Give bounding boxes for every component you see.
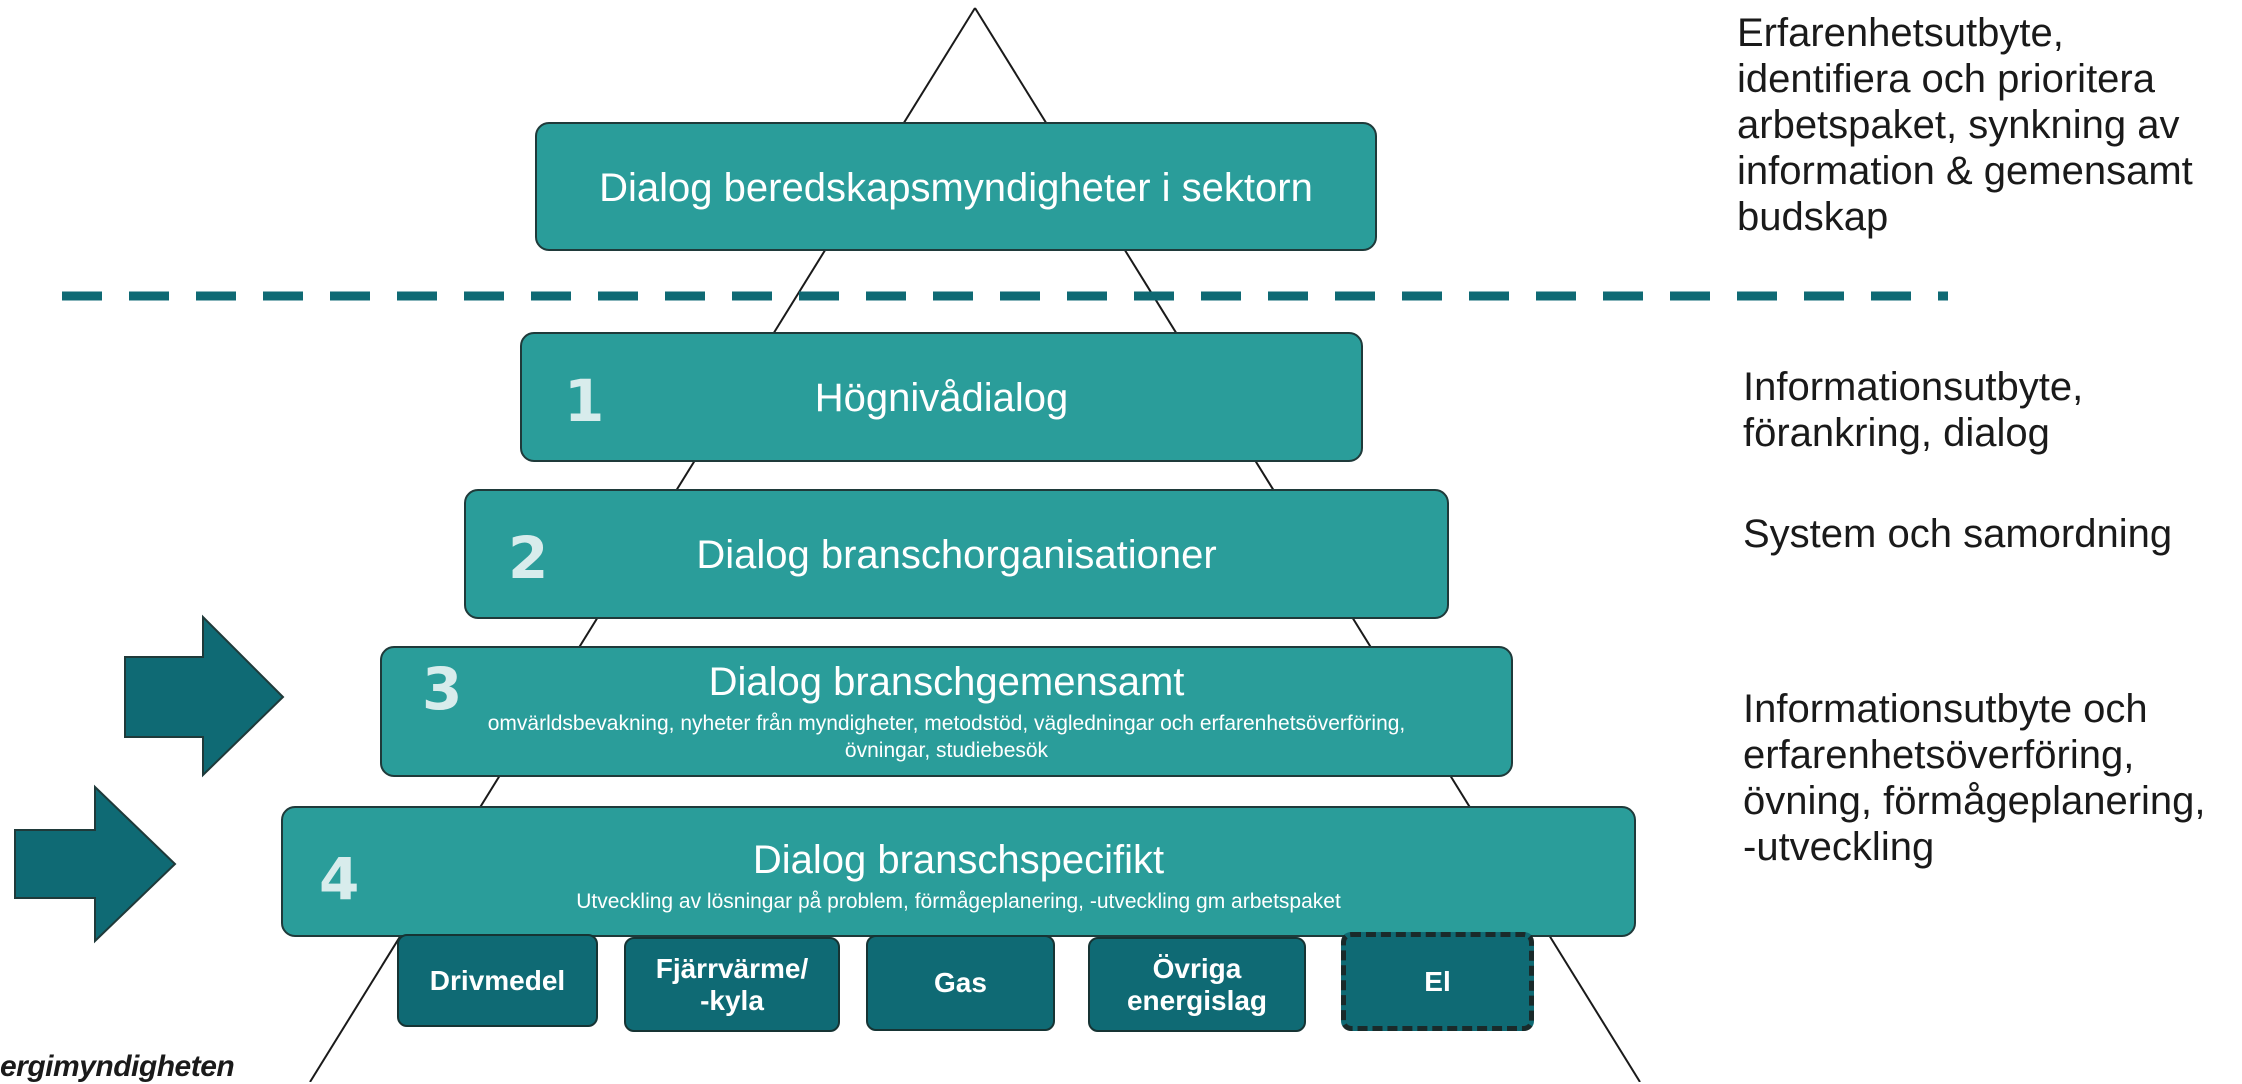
top-box-title: Dialog beredskapsmyndigheter i sektorn — [599, 166, 1313, 210]
level-4-number: 4 — [319, 845, 360, 913]
level-1-title: Högnivådialog — [814, 376, 1069, 420]
level-2-title: Dialog branschorganisationer — [696, 533, 1217, 577]
side-note-level-2: System och samordning — [1743, 511, 2172, 557]
side-note-level-3-4-line: erfarenhetsöverföring, — [1743, 733, 2135, 777]
side-note-top-line: arbetspaket, synkning av — [1737, 103, 2180, 147]
sector-el-label: El — [1424, 965, 1451, 997]
level-3-title: Dialog branschgemensamt — [708, 660, 1185, 704]
side-note-level-1: Informationsutbyte, förankring, dialog — [1743, 364, 2083, 456]
level-2-box: 2 Dialog branschorganisationer — [464, 489, 1449, 619]
sector-drivmedel-label: Drivmedel — [429, 964, 566, 996]
sector-ovriga-label-1: Övriga — [1152, 952, 1242, 984]
side-note-top-line: identifiera och prioritera — [1737, 57, 2155, 101]
side-note-level-3-4-line: övning, förmågeplanering, — [1743, 779, 2206, 823]
top-box-beredskapsmyndigheter: Dialog beredskapsmyndigheter i sektorn — [535, 122, 1377, 251]
level-1-number: 1 — [564, 367, 605, 435]
level-4-title: Dialog branschspecifikt — [752, 838, 1165, 882]
level-4-box: 4 Dialog branschspecifikt Utveckling av … — [281, 806, 1636, 937]
side-note-top-line: budskap — [1737, 195, 1889, 239]
side-note-top-line: information & gemensamt — [1737, 149, 2193, 193]
level-3-box: 3 Dialog branschgemensamt omvärldsbevakn… — [380, 646, 1513, 777]
side-note-top-line: Erfarenhetsutbyte, — [1737, 11, 2064, 55]
side-note-level-1-line: Informationsutbyte, — [1743, 365, 2084, 409]
side-note-level-2-line: System och samordning — [1743, 512, 2173, 556]
level-4-subtitle: Utveckling av lösningar på problem, förm… — [576, 890, 1341, 913]
sector-fjarrvarme-label-1: Fjärrvärme/ — [655, 952, 809, 984]
level-2-number: 2 — [508, 524, 549, 592]
sector-drivmedel: Drivmedel — [397, 934, 598, 1027]
level-3-number: 3 — [422, 655, 463, 723]
side-note-level-3-4: Informationsutbyte och erfarenhetsöverfö… — [1743, 686, 2206, 870]
arrow-level-4-icon — [14, 784, 177, 944]
side-note-level-3-4-line: -utveckling — [1743, 825, 1935, 869]
sector-fjarrvarme: Fjärrvärme/ -kyla — [624, 937, 840, 1032]
sector-el: El — [1341, 932, 1534, 1031]
side-note-level-3-4-line: Informationsutbyte och — [1743, 687, 2148, 731]
sector-gas: Gas — [866, 935, 1055, 1031]
sector-ovriga-label-2: energislag — [1126, 984, 1268, 1016]
level-3-subtitle-line-1: omvärldsbevakning, nyheter från myndighe… — [487, 712, 1406, 735]
energimyndigheten-logo: ergimyndigheten — [0, 1050, 235, 1083]
side-note-level-1-line: förankring, dialog — [1743, 411, 2050, 455]
sector-ovriga-energislag: Övriga energislag — [1088, 937, 1306, 1032]
sector-gas-label: Gas — [934, 967, 987, 998]
level-3-subtitle-line-2: övningar, studiebesök — [844, 739, 1049, 762]
level-1-box: 1 Högnivådialog — [520, 332, 1363, 462]
side-note-top: Erfarenhetsutbyte, identifiera och prior… — [1737, 10, 2193, 240]
arrow-level-3-icon — [124, 614, 285, 778]
sector-fjarrvarme-label-2: -kyla — [700, 984, 764, 1016]
